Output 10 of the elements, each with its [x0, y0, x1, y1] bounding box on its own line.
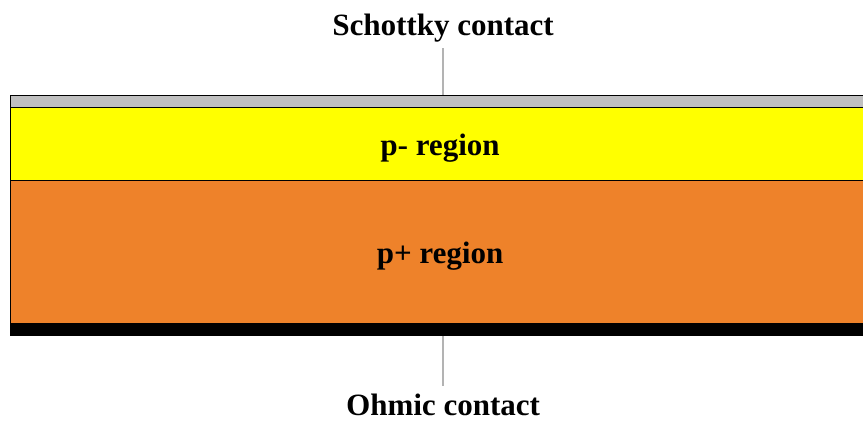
- contact-label: Schottky contact: [332, 8, 554, 40]
- region-label: p+ region: [376, 236, 504, 268]
- leader-line: [442, 48, 444, 95]
- semiconductor-layer: [10, 107, 863, 180]
- contact-layer: [10, 95, 863, 107]
- semiconductor-layer: [10, 180, 863, 323]
- leader-line: [442, 336, 444, 386]
- contact-label: Ohmic contact: [346, 389, 540, 420]
- contact-layer: [10, 323, 863, 336]
- region-label: p- region: [380, 128, 500, 160]
